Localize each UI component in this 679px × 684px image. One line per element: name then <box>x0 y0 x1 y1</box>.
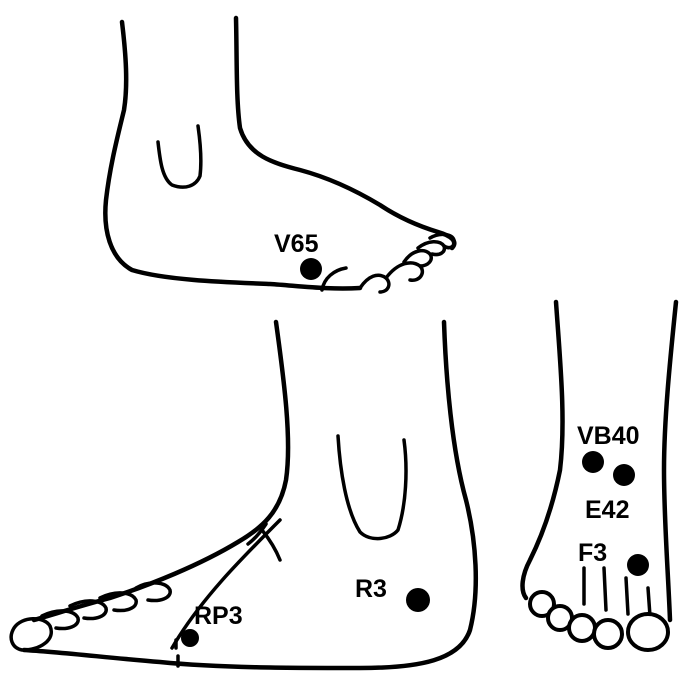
acupoint-vb40-label: VB40 <box>577 422 640 450</box>
toe-outline-2 <box>386 263 422 280</box>
acupoint-v65-label: V65 <box>274 230 319 258</box>
medial-toe-outline-1 <box>136 583 170 601</box>
acupoint-e42: E42 <box>585 464 635 524</box>
acupoint-r3-label: R3 <box>355 575 387 603</box>
ankle-crease-mark <box>248 524 280 560</box>
acupoint-r3: R3 <box>355 575 430 612</box>
acupoint-f3-dot <box>627 554 649 576</box>
foot-medial-back-outline <box>24 322 476 668</box>
dorsal-toe-5 <box>628 614 668 650</box>
acupoint-v65: V65 <box>274 230 322 280</box>
acupoint-rp3-label: RP3 <box>194 602 243 630</box>
foot-lateral-back-outline <box>105 22 360 289</box>
foot-dorsal-right-outline <box>664 302 676 620</box>
foot-lateral-front-outline <box>236 18 454 248</box>
foot-dorsal-view <box>523 302 676 650</box>
acupoint-e42-label: E42 <box>585 496 629 524</box>
lateral-malleolus-outline <box>158 126 201 187</box>
metatarsal-line-3 <box>626 578 628 614</box>
acupoint-vb40: VB40 <box>577 422 640 473</box>
acupoint-f3-label: F3 <box>578 539 607 567</box>
acupoint-rp3: RP3 <box>181 602 243 647</box>
foot-medial-view <box>11 322 476 668</box>
foot-dorsal-left-outline <box>523 302 563 598</box>
foot-medial-front-outline <box>34 322 288 620</box>
rp3-reference-mark <box>176 640 178 666</box>
acupoint-vb40-dot <box>582 451 604 473</box>
acupoint-e42-dot <box>613 464 635 486</box>
toe-outline-4 <box>418 242 444 255</box>
acupoint-v65-dot <box>300 258 322 280</box>
medial-malleolus-outline <box>338 436 406 539</box>
dorsal-toe-4 <box>594 620 622 648</box>
acupoint-f3: F3 <box>578 539 649 576</box>
acupoint-rp3-dot <box>181 629 199 647</box>
medial-toe-outline-5 <box>11 619 51 650</box>
acupoint-r3-dot <box>406 588 430 612</box>
metatarsal-line-2 <box>604 568 606 610</box>
dorsal-toe-3 <box>569 615 595 641</box>
metatarsal-line-4 <box>648 588 650 616</box>
